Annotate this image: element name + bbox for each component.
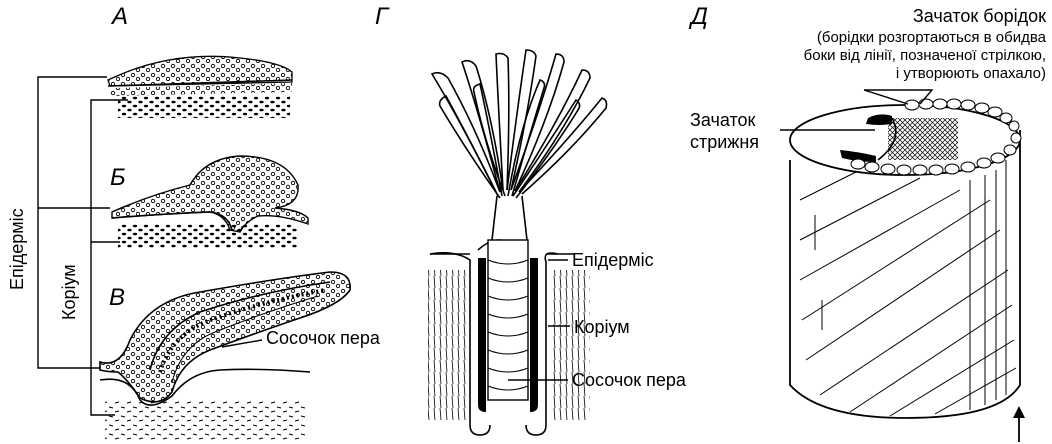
epidermis-vertical-label: Епідерміс <box>7 208 27 290</box>
stage-v-skin <box>100 272 350 440</box>
barb-note-line3: і утворюють опахало) <box>896 65 1046 82</box>
shaft-rudiment-label-line2: стрижня <box>690 132 759 152</box>
barb-note-line2: боки від лінії, позначеної стрілкою, <box>804 47 1046 64</box>
panel-label-b: Б <box>110 164 126 191</box>
shaft-rudiment-label-line1: Зачаток <box>690 110 756 130</box>
feather-papilla-label-left: Сосочок пера <box>266 328 381 348</box>
corium-label-mid: Коріум <box>574 317 630 337</box>
stage-b-skin <box>112 156 308 248</box>
epidermis-bracket <box>38 77 110 368</box>
stage-a-skin <box>108 56 292 118</box>
panel-label-v: В <box>109 284 125 311</box>
feather-papilla-label-mid: Сосочок пера <box>572 370 687 390</box>
corium-vertical-label: Коріум <box>59 264 79 320</box>
barb-loops <box>432 50 607 198</box>
barb-note-line1: (борідки розгортаються в обидва <box>817 29 1047 46</box>
arrow-icon <box>1013 406 1025 442</box>
barb-rudiment-title: Зачаток борідок <box>913 6 1046 26</box>
epidermis-label-mid: Епідерміс <box>572 250 654 270</box>
stage-d-cylinder <box>790 99 1021 418</box>
panel-label-g: Г <box>375 3 390 30</box>
panel-label-a: А <box>110 3 128 30</box>
panel-label-d: Д <box>688 3 708 30</box>
